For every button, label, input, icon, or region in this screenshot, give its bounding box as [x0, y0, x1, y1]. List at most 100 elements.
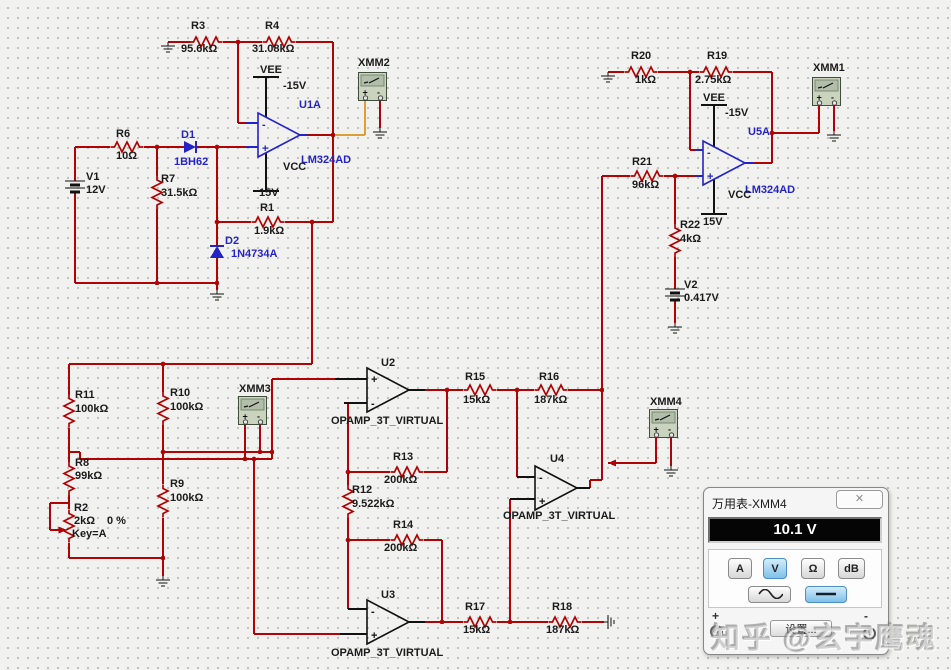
resistor-R7[interactable] [150, 176, 164, 209]
sine-wave-icon [757, 588, 784, 600]
vee-U1A: VEE [260, 64, 283, 76]
label-R18: R18 [552, 601, 573, 613]
junction-dot [214, 219, 220, 225]
svg-text:-: - [262, 119, 266, 131]
resistor-R12[interactable] [341, 485, 355, 518]
resistor-R14[interactable] [390, 533, 424, 547]
resistor-R6[interactable] [110, 140, 144, 154]
resistor-R20[interactable] [624, 65, 658, 79]
svg-text:-: - [668, 425, 671, 435]
svg-text:+: + [363, 88, 368, 98]
mode-button-ampere[interactable]: A [728, 558, 752, 579]
mode-button-db[interactable]: dB [838, 558, 865, 579]
label-D2: D2 [225, 235, 240, 247]
resistor-R9[interactable] [156, 484, 170, 518]
dc-line-icon [816, 592, 836, 596]
resistor-R19[interactable] [699, 65, 733, 79]
battery-V2[interactable] [665, 288, 685, 302]
vcc-v-U5A: 15V [703, 216, 723, 228]
dialog-title: 万用表-XMM4 [712, 497, 787, 511]
junction-dot [160, 555, 166, 561]
resistor-R4[interactable] [262, 35, 296, 49]
ground-symbol[interactable] [161, 42, 175, 53]
resistor-R15[interactable] [463, 383, 497, 397]
opamp-U2[interactable]: + - [366, 366, 411, 414]
ground-symbol[interactable] [156, 576, 170, 587]
ground-symbol[interactable] [604, 615, 615, 629]
resistor-R18[interactable] [548, 615, 582, 629]
value-R1: 1.9kΩ [254, 225, 285, 237]
resistor-R13[interactable] [390, 465, 424, 479]
ground-symbol[interactable] [373, 128, 387, 139]
ground-symbol[interactable] [601, 72, 615, 83]
wires-probe-yellow[interactable] [333, 98, 366, 136]
settings-button[interactable]: 设置... [770, 620, 832, 637]
opamp-U3[interactable]: - + [366, 598, 411, 646]
multimeter-icon: + - [358, 72, 387, 101]
value-R16: 187kΩ [534, 394, 568, 406]
potentiometer-wiper-arrow[interactable] [58, 526, 68, 534]
label-R11: R11 [75, 389, 95, 401]
svg-text:+: + [707, 171, 713, 183]
resistor-R22[interactable] [668, 224, 682, 257]
mode-button-ohm[interactable]: Ω [801, 558, 825, 579]
ground-symbol[interactable] [827, 131, 841, 142]
multimeter-xmm1[interactable]: + - [812, 77, 841, 106]
multimeter-xmm4[interactable]: + - [649, 409, 678, 438]
ground-symbol[interactable] [210, 290, 224, 301]
value-R15: 15kΩ [463, 394, 491, 406]
junction-dot [242, 456, 248, 462]
minus-terminal-icon [863, 627, 876, 640]
value-R2: 2kΩ [74, 515, 96, 527]
label-R3: R3 [191, 20, 206, 32]
label-U3: U3 [381, 589, 396, 601]
junction-dot [672, 173, 678, 179]
wires-red[interactable] [49, 41, 835, 635]
multimeter-xmm3[interactable]: + - [238, 396, 267, 425]
svg-text:+: + [243, 412, 248, 422]
plus-terminal-icon [710, 625, 723, 638]
label-D1: D1 [181, 129, 196, 141]
svg-text:+: + [371, 374, 377, 386]
percent-R2: 0 % [107, 515, 126, 527]
resistor-R1[interactable] [251, 215, 285, 229]
diode-D1[interactable] [184, 141, 197, 153]
junction-dot [154, 144, 160, 150]
value-R9: 100kΩ [170, 492, 204, 504]
dc-button[interactable] [805, 586, 847, 603]
opamp-U4[interactable]: - + [534, 464, 579, 512]
value-R6: 10Ω [116, 150, 138, 162]
resistor-R2[interactable] [62, 509, 76, 543]
junction-dot [345, 469, 351, 475]
resistor-R8[interactable] [62, 462, 76, 495]
mode-button-volt[interactable]: V [763, 558, 787, 579]
label-R17: R17 [465, 601, 486, 613]
multimeter-xmm2[interactable]: + - [358, 72, 387, 101]
resistor-R16[interactable] [534, 383, 568, 397]
opamp-U1A[interactable]: - + [257, 111, 302, 159]
ground-symbol[interactable] [668, 323, 682, 334]
value-R14: 200kΩ [384, 542, 418, 554]
vee-U5A: VEE [703, 92, 726, 104]
zener-diode-D2[interactable] [210, 245, 224, 258]
ac-button[interactable] [748, 586, 791, 603]
resistor-R11[interactable] [62, 394, 76, 428]
svg-text:-: - [707, 147, 711, 159]
svg-text:+: + [539, 496, 545, 508]
close-button[interactable]: ✕ [836, 490, 883, 509]
resistor-R17[interactable] [463, 615, 497, 629]
label-U1A: U1A [299, 99, 322, 111]
resistor-R3[interactable] [189, 35, 223, 49]
ground-symbol[interactable] [664, 466, 678, 477]
label-R8: R8 [75, 457, 90, 469]
label-R22: R22 [680, 219, 701, 231]
resistor-R21[interactable] [630, 169, 664, 183]
opamp-U5A[interactable]: - + [702, 139, 747, 187]
label-R4: R4 [265, 20, 280, 32]
label-R6: R6 [116, 128, 131, 140]
label-R7: R7 [161, 173, 176, 185]
resistor-R10[interactable] [156, 392, 170, 425]
junction-dot [214, 280, 220, 286]
battery-V1[interactable] [65, 180, 85, 194]
